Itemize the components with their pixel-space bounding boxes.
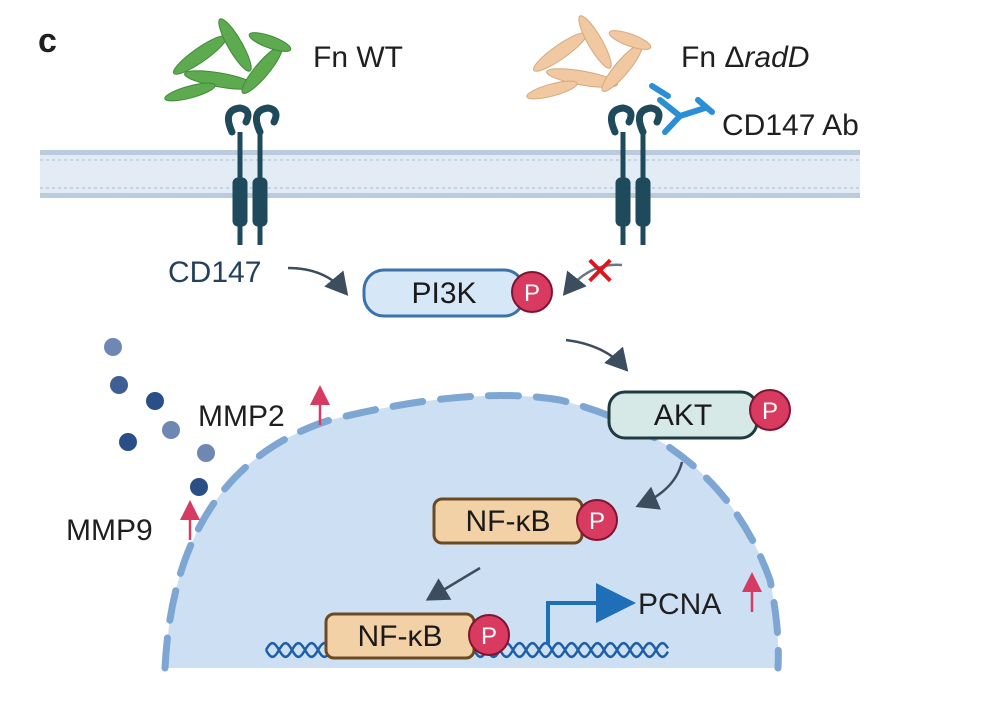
nfkb-node: NF-κB P xyxy=(432,497,618,545)
akt-node: AKT P xyxy=(607,389,791,440)
pi3k-node: PI3K P xyxy=(362,268,553,318)
fn-radd-bacteria-icon xyxy=(526,15,652,100)
pi3k-phospho-label: P xyxy=(524,280,540,307)
nfkb-nuclear-phospho-label: P xyxy=(481,623,497,650)
nfkb-nuclear-node: NF-κB P xyxy=(324,612,510,660)
cell-membrane xyxy=(40,150,860,198)
pi3k-phospho-badge xyxy=(511,271,553,313)
panel-letter: c xyxy=(38,22,57,60)
pi3k-label: PI3K xyxy=(411,277,476,310)
cd147-antibody-label: CD147 Ab xyxy=(722,109,859,142)
cd147-antibody-icon xyxy=(649,83,715,135)
block-x-icon: ✕ xyxy=(583,249,617,295)
mmp2-label: MMP2 xyxy=(198,400,285,433)
fn-radd-label: Fn ΔradD xyxy=(681,41,809,74)
pi3k-to-akt-arrow xyxy=(565,338,629,372)
pcna-label: PCNA xyxy=(638,588,721,621)
akt-to-nfkb-arrow xyxy=(635,461,684,510)
cd147-receptor-left xyxy=(224,104,280,245)
akt-phospho-badge xyxy=(749,389,791,431)
cd147-to-pi3k-arrow xyxy=(287,266,349,296)
nfkb-nuclear-phospho-badge xyxy=(468,614,510,656)
fn-wt-bacteria-icon xyxy=(164,18,292,102)
akt-phospho-label: P xyxy=(762,398,778,425)
mmp9-label: MMP9 xyxy=(66,514,153,547)
fn-wt-label: Fn WT xyxy=(313,41,403,74)
cd147-receptor-right xyxy=(607,104,663,245)
blocked-arrow xyxy=(562,263,623,296)
nfkb-nuclear-label: NF-κB xyxy=(358,620,443,653)
akt-label: AKT xyxy=(654,399,712,432)
pcna-transcription-arrow xyxy=(546,583,636,645)
nfkb-phospho-label: P xyxy=(589,508,605,535)
nfkb-phospho-badge xyxy=(576,499,618,541)
nfkb-label: NF-κB xyxy=(466,505,551,538)
nfkb-translocation-arrow xyxy=(425,566,481,601)
mmp-molecules xyxy=(104,338,215,496)
cd147-label: CD147 xyxy=(168,256,261,289)
